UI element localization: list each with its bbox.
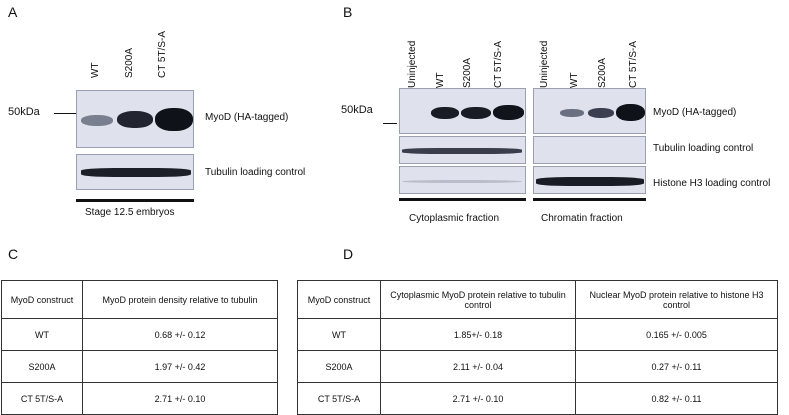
table-c-header-density: MyoD protein density relative to tubulin [82, 280, 278, 319]
panel-a-letter: A [8, 4, 18, 20]
caption-chrom: Chromatin fraction [541, 213, 623, 224]
caption-a: Stage 12.5 embryos [85, 207, 175, 218]
band-chrom-ct5tsa [616, 104, 645, 121]
table-cell: WT [297, 318, 381, 351]
lane-label-wt-chrom: WT [569, 72, 580, 88]
blot-label-tubulin-b: Tubulin loading control [653, 143, 754, 154]
table-c-header-construct: MyoD construct [1, 280, 83, 319]
myod-blot-chrom [533, 88, 646, 134]
table-row: S200A 2.11 +/- 0.04 0.27 +/- 0.11 [297, 350, 778, 383]
table-d: MyoD construct Cytoplasmic MyoD protein … [297, 280, 778, 415]
table-c: MyoD construct MyoD protein density rela… [1, 280, 278, 415]
table-cell: 0.165 +/- 0.005 [575, 318, 778, 351]
lane-label-ct5tsa-chrom: CT 5T/S-A [628, 40, 639, 88]
band-chrom-s200a [588, 108, 614, 118]
myod-blot-cyto [399, 88, 526, 134]
blot-label-histone-b: Histone H3 loading control [653, 178, 771, 189]
table-row: S200A 1.97 +/- 0.42 [1, 350, 278, 383]
histone-band-chrom [536, 177, 644, 186]
blot-label-myod-b: MyoD (HA-tagged) [653, 107, 737, 118]
table-d-header-construct: MyoD construct [297, 280, 381, 319]
band-ct5tsa [155, 108, 193, 131]
table-d-header-row: MyoD construct Cytoplasmic MyoD protein … [297, 280, 778, 319]
panel-c-letter: C [8, 246, 19, 262]
myod-blot-a [76, 90, 194, 148]
band-chrom-wt [560, 109, 584, 117]
band-cyto-s200a [461, 107, 491, 119]
table-c-header-row: MyoD construct MyoD protein density rela… [1, 280, 278, 319]
underline-cyto [399, 198, 526, 201]
lane-label-s200a-cyto: S200A [462, 57, 473, 88]
table-cell: WT [1, 318, 83, 351]
tubulin-band [81, 168, 191, 177]
lane-label-uninjected-chrom: Uninjected [539, 40, 550, 88]
table-row: WT 1.85+/- 0.18 0.165 +/- 0.005 [297, 318, 778, 351]
table-cell: 2.11 +/- 0.04 [380, 350, 576, 383]
band-wt [81, 115, 113, 126]
table-cell: 1.97 +/- 0.42 [82, 350, 278, 383]
table-cell: S200A [297, 350, 381, 383]
table-d-header-nuclear: Nuclear MyoD protein relative to histone… [575, 280, 778, 319]
tubulin-band-cyto [402, 148, 522, 154]
histone-blot-cyto [399, 166, 526, 194]
band-cyto-ct5tsa [493, 105, 524, 120]
band-cyto-wt [431, 107, 459, 119]
band-s200a [117, 111, 153, 128]
panel-b-letter: B [343, 4, 353, 20]
underline-chrom [533, 198, 646, 201]
lane-label-s200a-chrom: S200A [597, 57, 608, 88]
table-cell: 0.27 +/- 0.11 [575, 350, 778, 383]
caption-cyto: Cytoplasmic fraction [409, 213, 500, 224]
table-cell: S200A [1, 350, 83, 383]
underline-a [76, 199, 194, 202]
table-d-header-cytoplasmic: Cytoplasmic MyoD protein relative to tub… [380, 280, 576, 319]
lane-label-s200a: S200A [124, 47, 135, 78]
lane-label-ct5tsa: CT 5T/S-A [157, 30, 168, 78]
tubulin-blot-cyto [399, 136, 526, 164]
marker-50kda: 50kDa [8, 106, 40, 118]
marker-line-b [383, 123, 397, 124]
blot-label-tubulin-a: Tubulin loading control [205, 167, 306, 178]
table-row: WT 0.68 +/- 0.12 [1, 318, 278, 351]
lane-label-ct5tsa-cyto: CT 5T/S-A [493, 40, 504, 88]
table-cell: 1.85+/- 0.18 [380, 318, 576, 351]
tubulin-blot-chrom [533, 136, 646, 164]
tubulin-blot-a [76, 154, 194, 190]
histone-blot-chrom [533, 166, 646, 194]
blot-label-myod-a: MyoD (HA-tagged) [205, 112, 289, 123]
marker-line [54, 113, 76, 114]
lane-label-wt: WT [90, 62, 101, 78]
histone-band-cyto [402, 180, 522, 183]
table-cell: 0.68 +/- 0.12 [82, 318, 278, 351]
lane-label-wt-cyto: WT [435, 72, 446, 88]
marker-50kda-b: 50kDa [341, 104, 373, 116]
panel-d-letter: D [343, 246, 354, 262]
lane-label-uninjected-cyto: Uninjected [407, 40, 418, 88]
